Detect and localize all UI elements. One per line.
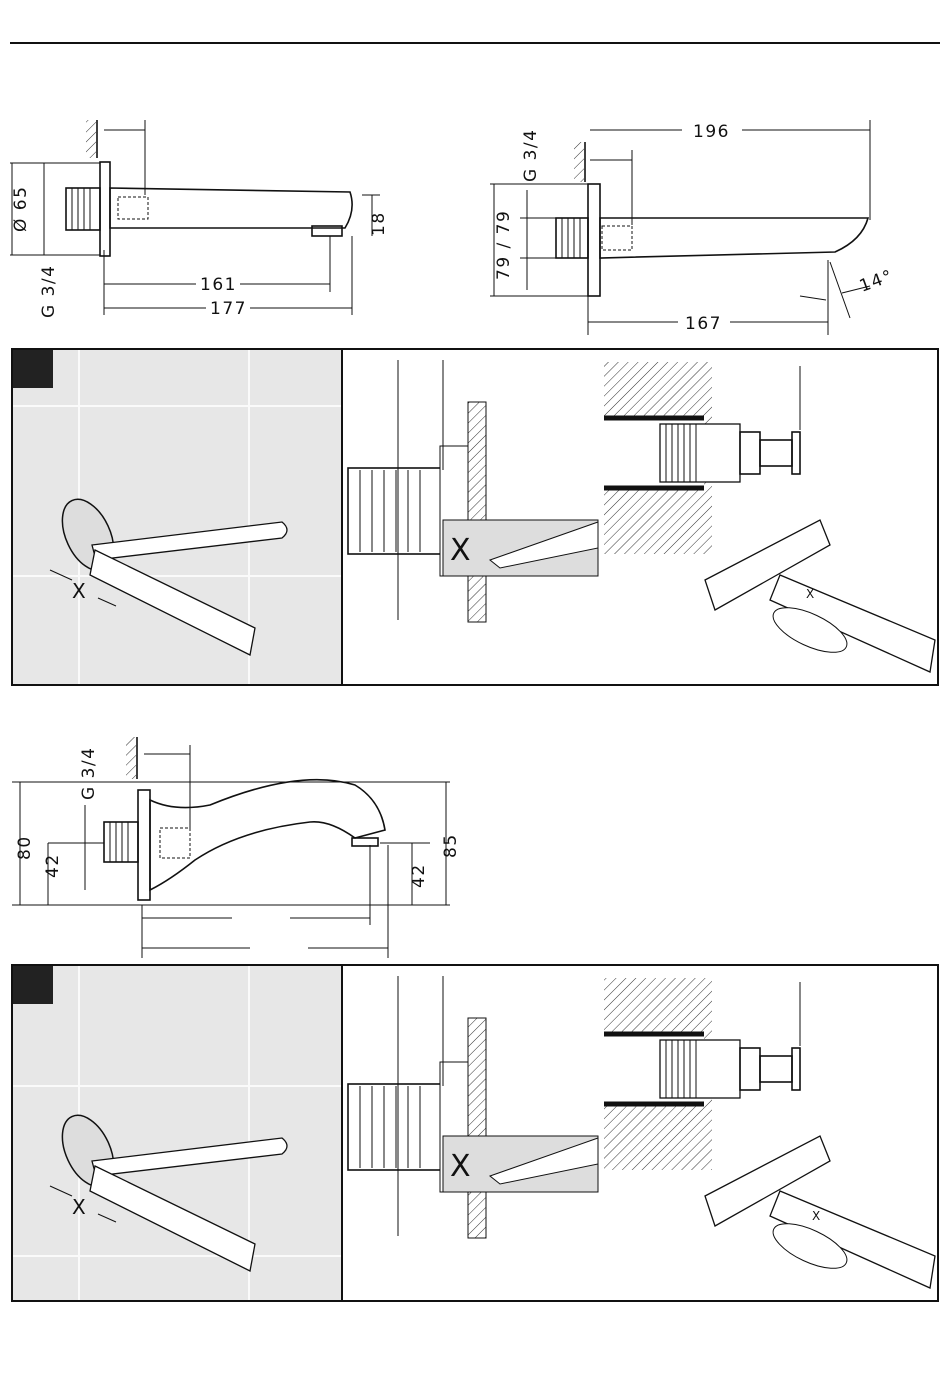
wall-hatch: [86, 120, 96, 158]
dim-height-right: 85: [441, 833, 461, 858]
spout-body-2: [600, 218, 868, 258]
dim-total: 196: [693, 122, 730, 142]
drawing-spout-straight: 161 177 Ø 65 G 3/4 18: [10, 120, 389, 319]
step-number-badge-2: [13, 966, 53, 1004]
threaded-connector-3: [104, 822, 138, 862]
drawing-spout-curved: 196 167 G 3/4 79 / 79 14°: [490, 120, 896, 335]
dim-length-total: 177: [210, 299, 247, 319]
dim-diameter: Ø 65: [11, 186, 31, 232]
spout-body: [110, 188, 352, 228]
dim-thread: G 3/4: [39, 265, 59, 318]
spout-body-3: [150, 780, 385, 890]
dim-thread-2: G 3/4: [521, 129, 541, 182]
threaded-connector-2: [556, 218, 588, 258]
dim-thread-3: G 3/4: [79, 747, 99, 800]
dim-height-connection: 42: [43, 853, 63, 878]
dim-height-upper: 79 / 79: [494, 210, 514, 280]
marker-x-3: X: [806, 587, 816, 601]
marker-x: X: [72, 579, 87, 603]
drawing-spout-classic: G 3/4 80 42 42 85: [12, 737, 461, 958]
marker-x-5: X: [450, 1149, 472, 1184]
wall-flange-3: [138, 790, 150, 900]
threaded-connector: [66, 188, 100, 230]
step-panel-1: X X X: [12, 349, 938, 685]
dim-length: 167: [685, 314, 722, 334]
dim-angle: 14°: [857, 266, 896, 297]
marker-x-6: X: [812, 1209, 822, 1223]
dim-spout-height: 18: [369, 211, 389, 236]
wall-flange: [100, 162, 110, 256]
dim-height-total: 80: [15, 835, 35, 860]
hidden-insert: [118, 197, 148, 219]
wall-flange-2: [588, 184, 600, 296]
dim-length-outlet: 161: [200, 275, 237, 295]
dim-height-outlet: 42: [409, 863, 429, 888]
step-panel-2: X X X: [12, 965, 938, 1301]
step-number-badge: [13, 350, 53, 388]
marker-x-4: X: [72, 1195, 87, 1219]
marker-x-2: X: [450, 533, 472, 568]
